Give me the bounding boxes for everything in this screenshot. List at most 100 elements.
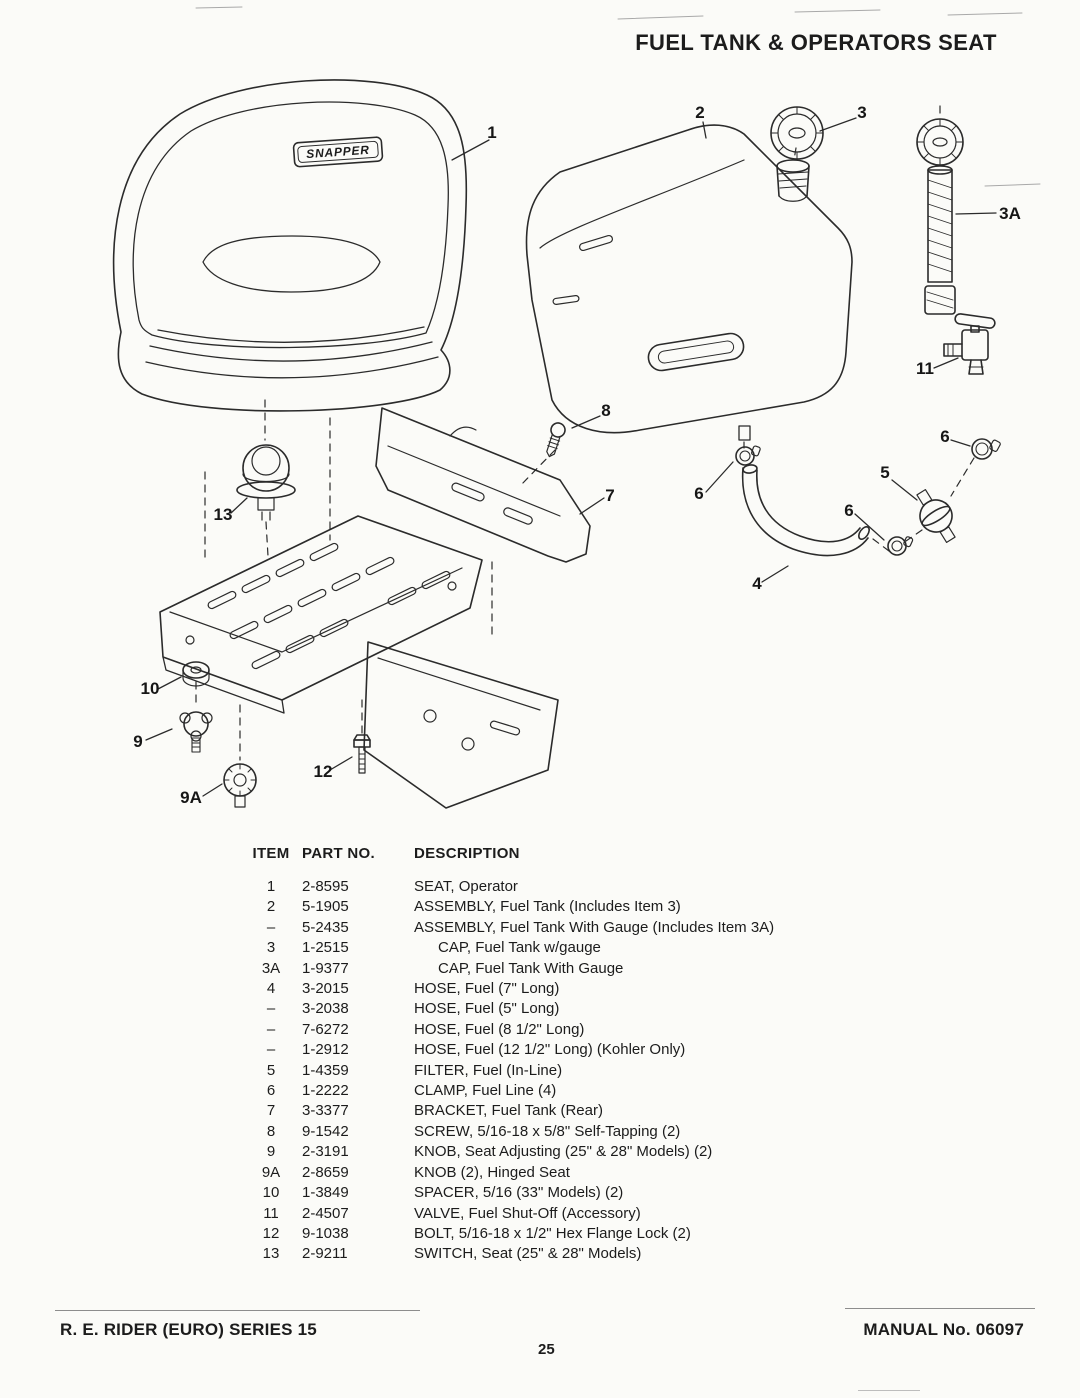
description-cell: VALVE, Fuel Shut-Off (Accessory)	[414, 1204, 641, 1222]
snapper-logo-text: SNAPPER	[306, 143, 370, 161]
part-no-cell: 2-8659	[302, 1163, 349, 1181]
fuel-filter-illustration	[916, 489, 956, 543]
callout-13: 13	[214, 505, 233, 524]
callout-9: 9	[133, 732, 142, 751]
part-no-cell: 2-4507	[302, 1204, 349, 1222]
callout-4: 4	[752, 574, 762, 593]
part-no-cell: 5-1905	[302, 898, 349, 916]
hinge-bracket-illustration	[363, 641, 559, 809]
table-row: 10 1-3849 SPACER, 5/16 (33" Models) (2)	[240, 1183, 1035, 1203]
description-cell: KNOB (2), Hinged Seat	[414, 1163, 570, 1181]
description-cell: HOSE, Fuel (7" Long)	[414, 980, 560, 998]
callout-3a: 3A	[999, 204, 1021, 223]
hinged-seat-knob-illustration	[223, 763, 257, 808]
table-row: 1 2-8595 SEAT, Operator	[240, 877, 1035, 897]
item-cell: 9A	[261, 1163, 281, 1181]
description-cell: CAP, Fuel Tank w/gauge	[438, 939, 601, 957]
description-cell: BOLT, 5/16-18 x 1/2" Hex Flange Lock (2)	[414, 1224, 691, 1242]
item-cell: 2	[266, 898, 276, 916]
part-no-cell: 1-2912	[302, 1041, 349, 1059]
part-no-cell: 2-9211	[302, 1245, 348, 1263]
callout-12: 12	[314, 762, 333, 781]
description-cell: KNOB, Seat Adjusting (25" & 28" Models) …	[414, 1143, 713, 1161]
item-cell: 5	[266, 1061, 276, 1079]
assembly-dashed-lines	[195, 105, 975, 761]
callout-6c: 6	[694, 484, 703, 503]
part-no-cell: 7-6272	[302, 1020, 349, 1038]
scan-artifact-lines	[195, 6, 1041, 187]
table-row: 9A 2-8659 KNOB (2), Hinged Seat	[240, 1163, 1035, 1183]
description-cell: HOSE, Fuel (8 1/2" Long)	[414, 1020, 585, 1038]
spacer-illustration	[182, 661, 210, 687]
callout-labels: 1 2 3 3A 11 6 5 6 6 4 8 7 13 10 9 9A 12	[133, 103, 1021, 807]
table-row: 13 2-9211 SWITCH, Seat (25" & 28" Models…	[240, 1244, 1035, 1264]
callout-10: 10	[141, 679, 160, 698]
item-cell: –	[266, 918, 276, 936]
table-row: 9 2-3191 KNOB, Seat Adjusting (25" & 28"…	[240, 1142, 1035, 1162]
parts-table-header: ITEM PART NO. DESCRIPTION	[240, 845, 1035, 862]
item-cell: 1	[266, 878, 276, 895]
part-no-cell: 2-3191	[302, 1143, 349, 1161]
item-cell: 3	[266, 939, 276, 957]
part-no-cell: 3-2015	[302, 980, 349, 998]
item-cell: –	[266, 1020, 276, 1038]
description-cell: CLAMP, Fuel Line (4)	[414, 1082, 557, 1100]
table-row: – 3-2038 HOSE, Fuel (5" Long)	[240, 999, 1035, 1019]
page-title: FUEL TANK & OPERATORS SEAT	[635, 30, 997, 55]
column-header-description: DESCRIPTION	[414, 845, 520, 862]
part-no-cell: 1-2222	[302, 1082, 349, 1100]
description-cell: SPACER, 5/16 (33" Models) (2)	[414, 1184, 624, 1202]
description-cell: FILTER, Fuel (In-Line)	[414, 1061, 563, 1079]
fuel-tank-bracket-illustration	[375, 407, 591, 563]
seat-pan-illustration	[159, 515, 483, 714]
table-row: 6 1-2222 CLAMP, Fuel Line (4)	[240, 1081, 1035, 1101]
clamp-illustration	[735, 438, 1001, 556]
callout-1: 1	[487, 123, 496, 142]
column-header-part-no: PART NO.	[302, 845, 375, 862]
footer-rule-left	[55, 1310, 420, 1311]
table-row: 11 2-4507 VALVE, Fuel Shut-Off (Accessor…	[240, 1204, 1035, 1224]
seat-switch-illustration	[236, 444, 296, 521]
seat-adjusting-knob-illustration	[179, 711, 213, 753]
part-no-cell: 1-9377	[302, 959, 349, 977]
item-cell: 4	[266, 980, 276, 998]
part-no-cell: 1-2515	[302, 939, 349, 957]
table-row: 3A 1-9377 CAP, Fuel Tank With Gauge	[240, 959, 1035, 979]
description-cell: HOSE, Fuel (5" Long)	[414, 1000, 560, 1018]
callout-8: 8	[601, 401, 610, 420]
callout-6a: 6	[940, 427, 949, 446]
item-cell: 3A	[261, 959, 281, 977]
flange-bolt-illustration	[353, 734, 371, 774]
callout-3: 3	[857, 103, 866, 122]
column-header-item: ITEM	[252, 845, 290, 862]
item-cell: 9	[266, 1143, 276, 1161]
fuel-tank-illustration	[525, 124, 853, 441]
item-cell: 13	[262, 1245, 280, 1263]
callout-2: 2	[695, 103, 704, 122]
description-cell: HOSE, Fuel (12 1/2" Long) (Kohler Only)	[414, 1041, 686, 1059]
description-cell: CAP, Fuel Tank With Gauge	[438, 959, 624, 977]
callout-5: 5	[880, 463, 889, 482]
operator-seat-illustration: SNAPPER	[112, 79, 468, 412]
callout-11: 11	[916, 359, 934, 378]
item-cell: 11	[263, 1204, 279, 1222]
part-no-cell: 9-1038	[302, 1224, 349, 1242]
description-cell: SCREW, 5/16-18 x 5/8" Self-Tapping (2)	[414, 1122, 681, 1140]
snapper-badge: SNAPPER	[292, 136, 384, 168]
item-cell: –	[266, 1041, 276, 1059]
table-row: 7 3-3377 BRACKET, Fuel Tank (Rear)	[240, 1101, 1035, 1121]
parts-table: ITEM PART NO. DESCRIPTION 1 2-8595 SEAT,…	[240, 845, 1035, 1265]
part-no-cell: 9-1542	[302, 1122, 349, 1140]
table-row: 5 1-4359 FILTER, Fuel (In-Line)	[240, 1061, 1035, 1081]
description-cell: BRACKET, Fuel Tank (Rear)	[414, 1102, 603, 1120]
part-no-cell: 2-8595	[302, 878, 349, 895]
item-cell: –	[266, 1000, 276, 1018]
part-no-cell: 3-2038	[302, 1000, 349, 1018]
self-tapping-screw-illustration	[546, 422, 566, 458]
item-cell: 8	[266, 1122, 276, 1140]
callout-leader-lines	[145, 117, 997, 797]
parts-table-rows: 1 2-8595 SEAT, Operator 2 5-1905 ASSEMBL…	[240, 877, 1035, 1265]
scan-artifact-rule	[858, 1390, 920, 1391]
page-number: 25	[538, 1341, 555, 1358]
table-row: 2 5-1905 ASSEMBLY, Fuel Tank (Includes I…	[240, 897, 1035, 917]
